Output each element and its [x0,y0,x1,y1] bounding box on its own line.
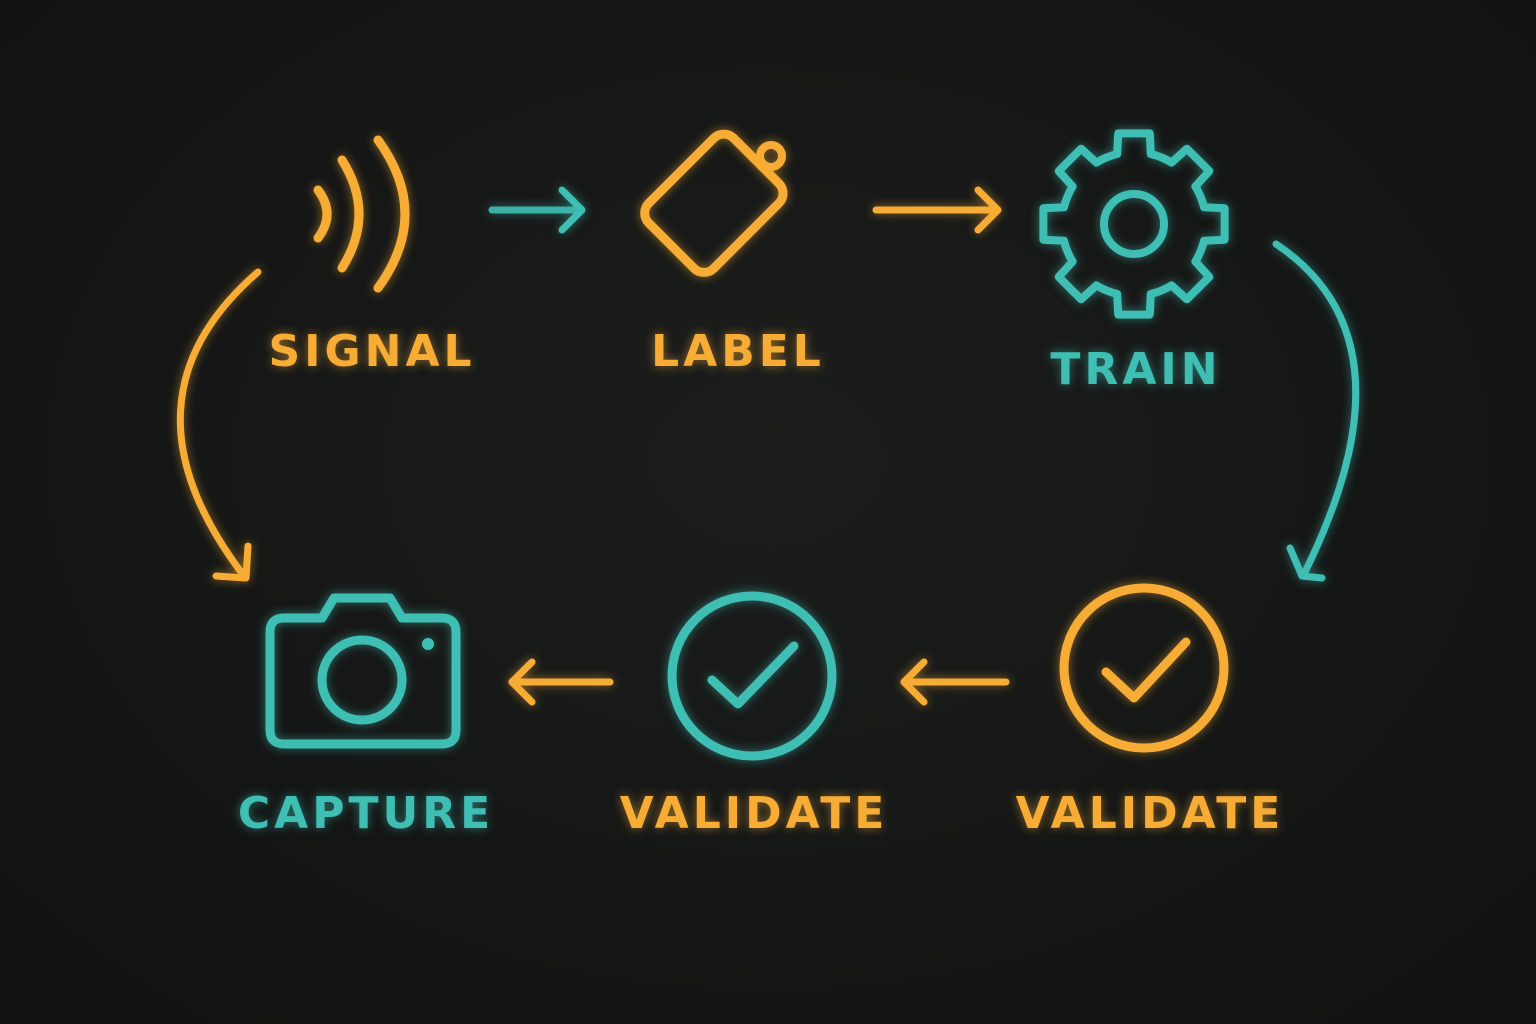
node-label: LABEL [640,129,825,377]
arrow-signal-to-capture [177,268,262,582]
signal-waves-icon [313,135,410,293]
arrow-train-to-validate [1272,240,1360,582]
node-validate-right: VALIDATE [1016,583,1285,839]
signal-label: SIGNAL [268,326,475,377]
gear-icon [1039,129,1229,319]
node-validate-middle: VALIDATE [620,591,889,839]
gear-outline [1039,129,1229,319]
arrow-validate-to-capture [508,658,614,706]
node-train: TRAIN [1039,129,1229,395]
validate-middle-label: VALIDATE [620,788,889,839]
camera-icon [265,593,461,749]
check-circle-icon [667,591,837,761]
tag-icon [640,129,788,277]
arrow-signal-to-label [488,186,586,234]
label-label: LABEL [651,326,825,377]
capture-label: CAPTURE [238,788,494,839]
arrow-label-to-train [872,186,1002,234]
validate-right-label: VALIDATE [1016,788,1285,839]
node-signal: SIGNAL [268,135,475,377]
node-capture: CAPTURE [238,593,494,839]
arrow-validate-to-validate [900,658,1010,706]
check-circle-icon [1059,583,1229,753]
train-label: TRAIN [1050,344,1221,395]
